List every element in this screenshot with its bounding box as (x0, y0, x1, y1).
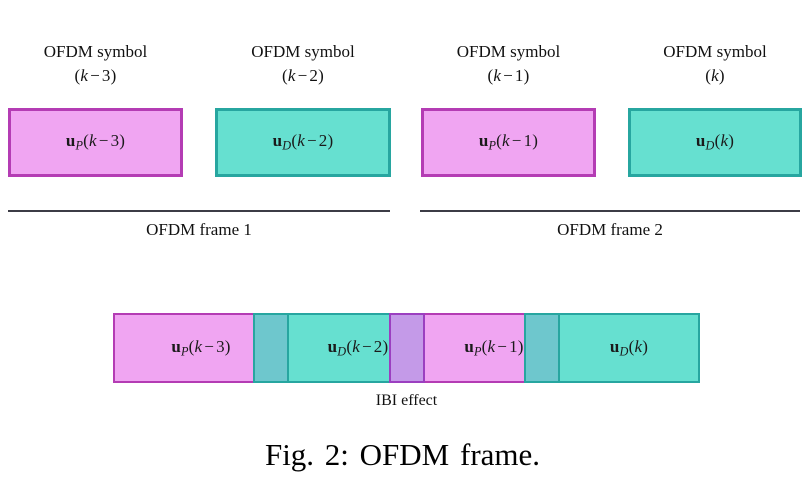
frame-label-2: OFDM frame 2 (557, 220, 663, 239)
frame-rule-1 (8, 210, 390, 212)
symbol-box-label-2: uD(k−2) (272, 131, 334, 153)
symbol-caption-4-line2: (k) (705, 66, 725, 86)
frame-rule-2 (420, 210, 800, 212)
symbol-caption-1-line1: OFDM symbol (43, 42, 148, 61)
ibi-composite-bar: uP(k−3) uD(k−2) uP(k−1) uD(k) (113, 313, 700, 383)
symbol-caption-3-line1: OFDM symbol (456, 42, 561, 61)
symbol-box-data-k-2: uD(k−2) (215, 108, 391, 177)
ibi-overlap-region-3 (524, 313, 560, 383)
symbol-box-pilot-k-3: uP(k−3) (8, 108, 183, 177)
symbol-caption-2-line2: (k−2) (282, 66, 324, 86)
symbol-caption-4-line1: OFDM symbol (663, 42, 767, 61)
symbol-caption-3: OFDM symbol (k−1) (421, 40, 596, 88)
symbol-box-label-3: uP(k−1) (478, 131, 539, 153)
symbol-caption-4: OFDM symbol (k) (628, 40, 802, 88)
symbol-caption-1-line2: (k−3) (74, 66, 117, 86)
frame-label-1: OFDM frame 1 (146, 220, 252, 239)
ibi-overlap-region-2 (389, 313, 425, 383)
symbol-caption-3-line2: (k−1) (487, 66, 530, 86)
symbol-caption-1: OFDM symbol (k−3) (8, 40, 183, 88)
ibi-segment-label-2: uD(k−2) (327, 336, 389, 359)
symbol-box-pilot-k-1: uP(k−1) (421, 108, 596, 177)
ibi-segment-label-4: uD(k) (609, 336, 649, 359)
symbol-box-data-k: uD(k) (628, 108, 802, 177)
symbol-caption-2: OFDM symbol (k−2) (215, 40, 391, 88)
symbol-caption-2-line1: OFDM symbol (251, 42, 355, 61)
ibi-segment-label-1: uP(k−3) (171, 336, 231, 359)
ibi-segment-label-3: uP(k−1) (464, 336, 524, 359)
symbol-box-label-4: uD(k) (695, 131, 735, 153)
symbol-box-label-1: uP(k−3) (65, 131, 126, 153)
ibi-overlap-region-1 (253, 313, 289, 383)
figure-caption: Fig. 2: OFDM frame. (264, 437, 541, 472)
ibi-effect-label: IBI effect (375, 392, 438, 409)
